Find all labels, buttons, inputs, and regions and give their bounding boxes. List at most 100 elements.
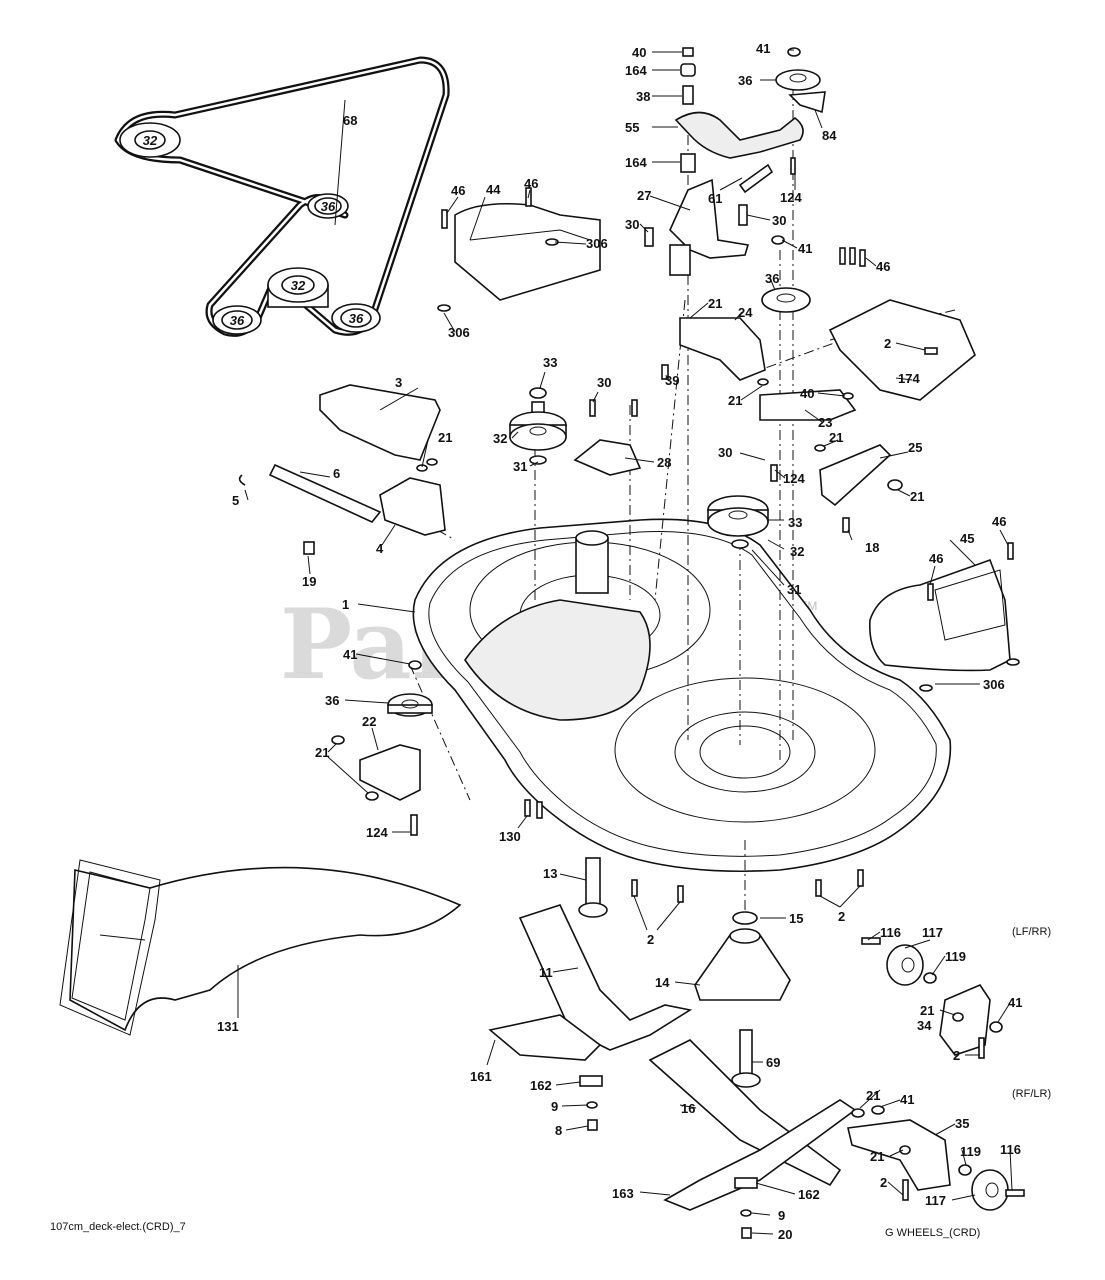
callout-34: 34: [917, 1018, 932, 1033]
callout-161: 161: [470, 1069, 492, 1084]
callout-2: 2: [953, 1048, 960, 1063]
discharge-chute-131: [59, 859, 462, 1036]
callout-21: 21: [870, 1149, 884, 1164]
callout-25: 25: [908, 440, 922, 455]
callout-41: 41: [1008, 995, 1022, 1010]
callout-36: 36: [738, 73, 752, 88]
callout-162: 162: [798, 1187, 820, 1202]
left-brackets: [238, 187, 601, 836]
callout-1: 1: [342, 597, 349, 612]
callout-22: 22: [362, 714, 376, 729]
callout-69: 69: [766, 1055, 780, 1070]
callout-32: 32: [790, 544, 804, 559]
callout-31: 31: [787, 582, 801, 597]
callout-84: 84: [822, 128, 837, 143]
callout-131: 131: [217, 1019, 239, 1034]
callout-2: 2: [647, 932, 654, 947]
callout-117: 117: [922, 925, 943, 940]
callout-41: 41: [900, 1092, 914, 1107]
callout-32: 32: [493, 431, 507, 446]
callout-13: 13: [543, 866, 557, 881]
callout-15: 15: [789, 911, 803, 926]
part-callouts: 40 164 38 41 36 84 55 164 124 61 27 30 3…: [217, 41, 1022, 1242]
belt-pulley-36-right: 36: [331, 303, 381, 333]
callout-116: 116: [1000, 1142, 1021, 1157]
deck-housing-1: [412, 518, 952, 873]
callout-124: 124: [783, 471, 805, 486]
callout-18: 18: [865, 540, 879, 555]
callout-45: 45: [960, 531, 974, 546]
callout-33: 33: [788, 515, 802, 530]
callout-11: 11: [539, 965, 553, 980]
spindles-and-blades: [488, 857, 864, 1239]
callout-306: 306: [586, 236, 608, 251]
callout-306: 306: [448, 325, 470, 340]
callout-8: 8: [555, 1123, 562, 1138]
callout-33: 33: [543, 355, 557, 370]
callout-46: 46: [451, 183, 465, 198]
callout-21: 21: [708, 296, 722, 311]
callout-2: 2: [838, 909, 845, 924]
callout-119: 119: [960, 1144, 981, 1159]
callout-19: 19: [302, 574, 316, 589]
svg-text:36: 36: [349, 311, 364, 326]
callout-117: 117: [925, 1193, 946, 1208]
callout-44: 44: [486, 182, 501, 197]
callout-38: 38: [636, 89, 650, 104]
callout-36: 36: [765, 271, 779, 286]
svg-text:36: 36: [321, 199, 336, 214]
belt-pulley-36-left: 36: [212, 305, 262, 335]
callout-5: 5: [232, 493, 239, 508]
callout-21: 21: [920, 1003, 934, 1018]
callout-16: 16: [681, 1101, 695, 1116]
callout-40: 40: [632, 45, 646, 60]
callout-46: 46: [876, 259, 890, 274]
callout-28: 28: [657, 455, 671, 470]
callout-164: 164: [625, 63, 647, 78]
callout-21: 21: [315, 745, 329, 760]
belt-pulley-32-top: 32: [119, 122, 181, 158]
footer-left: 107cm_deck-elect.(CRD)_7: [50, 1221, 186, 1233]
callout-41: 41: [798, 241, 812, 256]
callout-41: 41: [343, 647, 357, 662]
callout-30: 30: [597, 375, 611, 390]
idler-arm-assembly: [644, 47, 976, 533]
belt-routing-inset: 32 36 36 32 36: [114, 56, 450, 337]
svg-text:36: 36: [230, 313, 245, 328]
callout-9: 9: [778, 1208, 785, 1223]
belt-pulley-36-idler: 36: [307, 193, 349, 219]
callout-21: 21: [866, 1088, 880, 1103]
callout-21: 21: [829, 430, 843, 445]
callout-39: 39: [665, 373, 679, 388]
callout-68: 68: [343, 113, 357, 128]
callout-40: 40: [800, 386, 814, 401]
callout-21: 21: [438, 430, 452, 445]
callout-306: 306: [983, 677, 1005, 692]
callout-164: 164: [625, 155, 647, 170]
callout-20: 20: [778, 1227, 792, 1242]
callout-24: 24: [738, 305, 753, 320]
callout-174: 174: [898, 371, 920, 386]
callout-3: 3: [395, 375, 402, 390]
callout-61: 61: [708, 191, 722, 206]
callout-27: 27: [637, 188, 651, 203]
svg-text:32: 32: [291, 278, 306, 293]
callout-116: 116: [880, 925, 901, 940]
callout-163: 163: [612, 1186, 634, 1201]
callout-21: 21: [728, 393, 742, 408]
callout-23: 23: [818, 415, 832, 430]
callout-162: 162: [530, 1078, 552, 1093]
note-lf-rr: (LF/RR): [1012, 926, 1051, 938]
callout-55: 55: [625, 120, 639, 135]
callout-119: 119: [945, 949, 966, 964]
footer-right: G WHEELS_(CRD): [885, 1227, 980, 1239]
callout-124: 124: [366, 825, 388, 840]
belt-pulley-32-center: 32: [267, 267, 329, 308]
deck-shield-45: [868, 542, 1020, 692]
callout-30: 30: [772, 213, 786, 228]
gauge-wheels: [847, 937, 1025, 1211]
callout-2: 2: [880, 1175, 887, 1190]
callout-46: 46: [524, 176, 538, 191]
callout-30: 30: [718, 445, 732, 460]
